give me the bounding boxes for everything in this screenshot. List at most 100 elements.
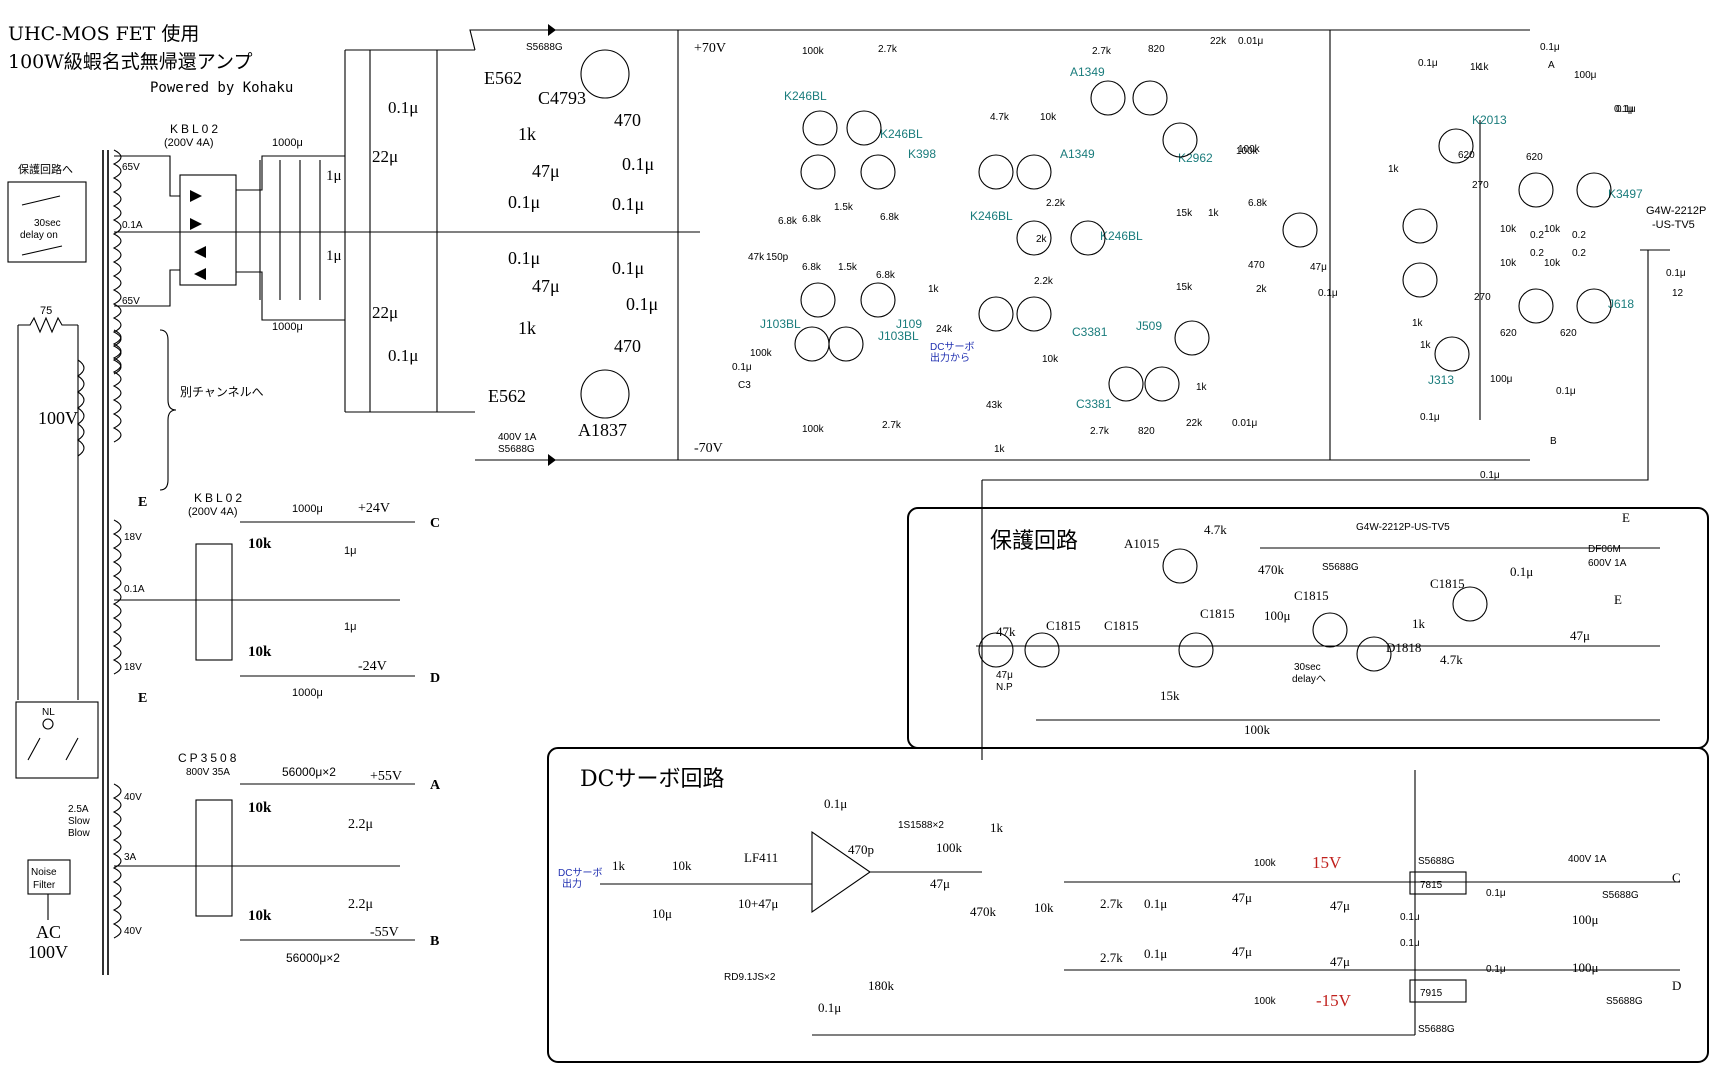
transistor-icon-9 <box>1016 154 1052 190</box>
protection-title: 保護回路 <box>990 529 1078 554</box>
r-1k-top: 1k <box>518 124 536 144</box>
prot-14: C1815 <box>1104 618 1139 633</box>
nl-label: NL <box>42 707 55 718</box>
amp-passive-2: 2.7k <box>1092 46 1112 57</box>
amp-passive-59: 270 <box>1474 292 1491 303</box>
r75-label: 75 <box>40 305 52 317</box>
amp-device-12: C3381 <box>1076 397 1112 411</box>
cap-1000u-bot: 1000μ <box>272 321 303 333</box>
secondary-18v <box>112 519 122 675</box>
amp-passive-75: 0.1μ <box>1480 470 1500 481</box>
servo-30: 0.1μ <box>1486 888 1506 899</box>
transistor-icon-12 <box>978 296 1014 332</box>
r-470-bot: 470 <box>614 336 641 356</box>
brace-icon <box>159 329 177 491</box>
diode-400v1a: 400V 1A <box>498 432 537 443</box>
primary-winding <box>77 359 85 457</box>
ac-voltage-label: 100V <box>38 408 78 428</box>
amp-passive-44: 10k <box>1500 224 1517 235</box>
amp-passive-3: 820 <box>1148 44 1165 55</box>
ps2-10k-bot: 10k <box>248 644 272 660</box>
servo-35: S5688G <box>1602 890 1639 901</box>
amp-passive-7: 1k <box>1470 62 1482 73</box>
ps3-10k-bot: 10k <box>248 908 272 924</box>
c-01u-c: 0.1μ <box>612 194 644 214</box>
amp-device-14: K2013 <box>1472 113 1507 127</box>
servo-v-pos: 15V <box>1312 853 1342 872</box>
secondary-40v <box>112 783 122 939</box>
amp-passive-72: 100μ <box>1490 374 1513 385</box>
prot-15: 100μ <box>1264 608 1291 623</box>
amp-passive-17: 1k <box>1388 164 1400 175</box>
transistor-icon-31 <box>1178 632 1214 668</box>
amp-device-symbols <box>794 80 1612 672</box>
bridge2-label: KBL02 <box>194 491 245 505</box>
servo-34: 400V 1A <box>1568 854 1607 865</box>
amp-passive-47: 24k <box>936 324 953 335</box>
c-47u-bot: 47μ <box>532 276 560 296</box>
delay-label-1: 30sec <box>34 218 61 229</box>
servo-16: 2.7k <box>1100 896 1123 911</box>
amp-passive-16: 10k <box>1040 112 1057 123</box>
servo-10: 47μ <box>930 876 950 891</box>
transistor-icon-27 <box>1576 288 1612 324</box>
amp-passive-0: 100k <box>802 46 825 57</box>
c-01u-a: 0.1μ <box>508 192 540 212</box>
reg-7815-box <box>1409 871 1467 895</box>
amp-passive-54: 12 <box>1672 288 1684 299</box>
transformer-core <box>102 150 109 975</box>
servo-out-2: 出力 <box>562 877 582 890</box>
tap3-top: 40V <box>124 792 142 803</box>
prot-1: 4.7k <box>1204 522 1227 537</box>
protect-to-label: 保護回路へ <box>18 162 73 176</box>
amp-passive-1: 2.7k <box>878 44 898 55</box>
servo-17: 0.1μ <box>1144 896 1167 911</box>
servo-8: 10μ <box>652 906 672 921</box>
amp-passive-76: 1k <box>1420 340 1432 351</box>
amp-passive-27: 620 <box>1458 150 1475 161</box>
transistor-icon-16 <box>1162 122 1198 158</box>
ps3-56000-top: 56000μ×2 <box>282 765 336 779</box>
servo-39: C <box>1672 870 1681 885</box>
ac-in-label-2: 100V <box>28 942 68 962</box>
amp-rails <box>678 29 1530 461</box>
amp-passive-18: 6.8k <box>778 216 798 227</box>
amp-passive-74: B <box>1550 436 1557 447</box>
amp-device-3: A1349 <box>1070 65 1105 79</box>
servo-20: 0.1μ <box>1144 946 1167 961</box>
tap1-mid: 0.1A <box>122 220 143 231</box>
secondary-65v <box>112 149 122 375</box>
ps2-plus24: +24V <box>358 501 390 516</box>
ps2-out-d: D <box>430 671 440 686</box>
lf411-opamp-icon <box>811 830 871 914</box>
amp-passive-26: 1k <box>1208 208 1220 219</box>
transistor-icon-15 <box>1132 80 1168 116</box>
amp-passive-38: 47μ <box>1310 262 1327 273</box>
e-mark-top: E <box>138 495 147 510</box>
r-1k-bot: 1k <box>518 318 536 338</box>
transistor-icon-35 <box>1452 586 1488 622</box>
amp-passive-10: A <box>1548 60 1555 71</box>
cap-22u-top: 22μ <box>372 147 398 166</box>
bridge3-rating: 800V 35A <box>186 767 230 778</box>
delay-label-2: delay on <box>20 230 58 241</box>
ps2-10k-top: 10k <box>248 536 272 552</box>
amp-passive-22: 2.2k <box>1046 198 1066 209</box>
servo-25: 47μ <box>1330 954 1350 969</box>
amp-passive-5: 0.01μ <box>1238 36 1263 47</box>
prot-11: C1815 <box>1294 588 1329 603</box>
transistor-icon-18 <box>1108 366 1144 402</box>
amp-output-bus <box>1329 30 1670 460</box>
transistor-icon-21 <box>1434 336 1470 372</box>
transistor-icon-32 <box>1162 548 1198 584</box>
relay-contacts <box>21 195 63 256</box>
servo-6: 100k <box>936 840 963 855</box>
servo-23: 100k <box>1254 996 1277 1007</box>
prot-10: E <box>1614 592 1622 607</box>
amp-device-9: J109 <box>896 317 922 331</box>
servo-out-1: DCサーボ <box>558 867 602 879</box>
servo-13: RD9.1JS×2 <box>724 972 776 983</box>
title-credit: Powered by Kohaku <box>150 80 293 96</box>
amp-passive-46: 1k <box>1412 318 1424 329</box>
